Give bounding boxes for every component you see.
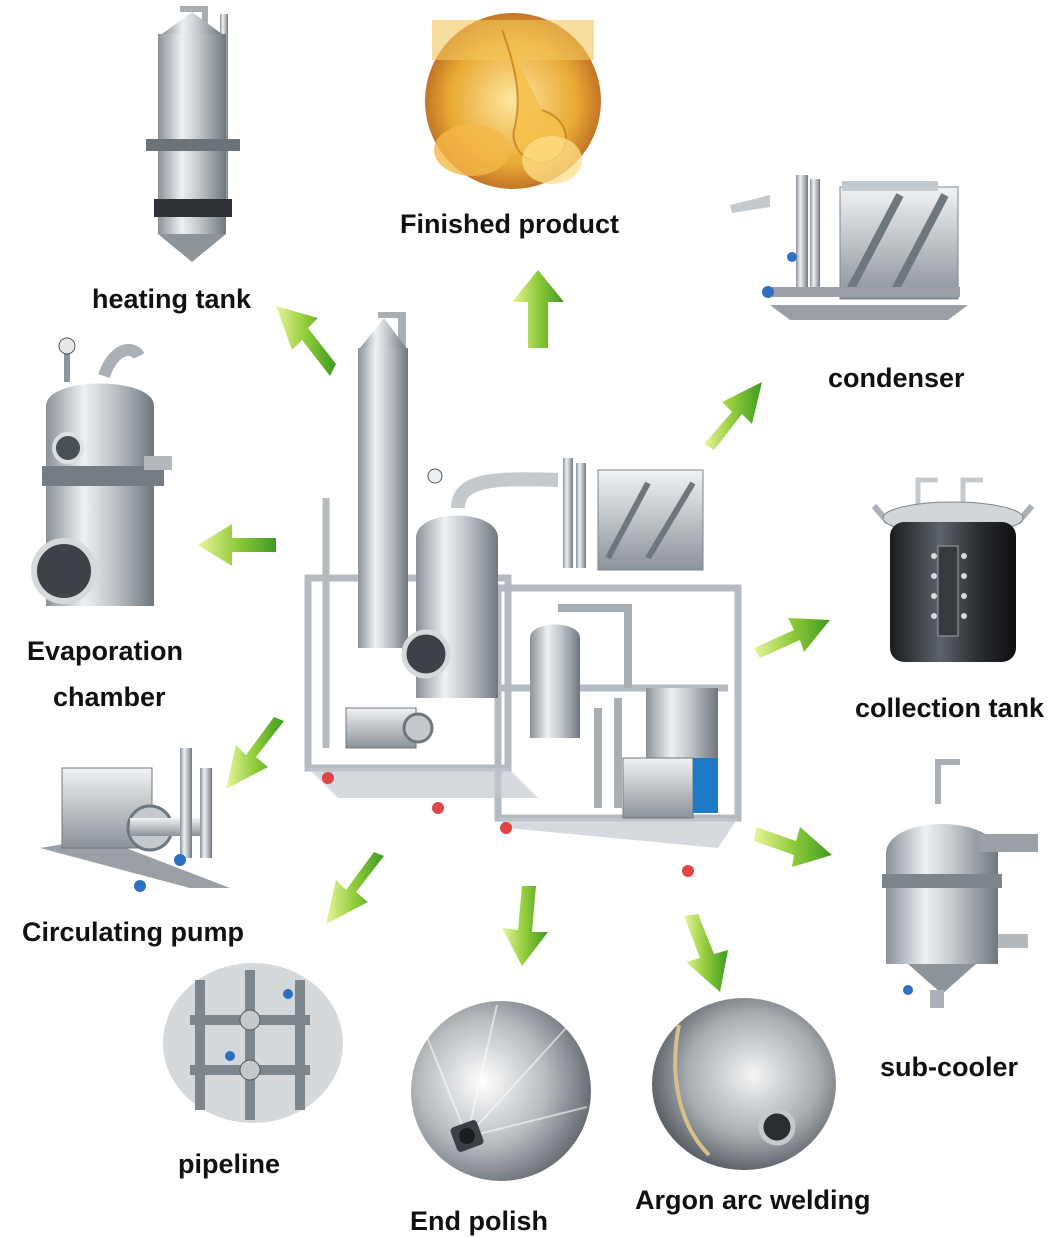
- finished-product-label: Finished product: [400, 209, 619, 239]
- sub-cooler-label: sub-cooler: [880, 1052, 1019, 1082]
- condenser-label: condenser: [828, 363, 965, 393]
- end-polish-label: End polish: [410, 1206, 548, 1236]
- circulating-pump-image: [40, 728, 230, 918]
- arrow-to-argon-arc-welding: [676, 912, 736, 996]
- argon-arc-welding-label: Argon arc welding: [635, 1185, 871, 1215]
- collection-tank-label: collection tank: [855, 693, 1045, 723]
- finished-product-image: [422, 10, 604, 192]
- argon-arc-welding-image: [649, 995, 839, 1173]
- evaporation-chamber-label-line2: chamber: [53, 682, 166, 712]
- arrow-to-heating-tank: [272, 300, 342, 380]
- arrow-to-finished-product: [508, 268, 568, 348]
- sub-cooler-image: [868, 754, 1038, 1014]
- arrow-to-circulating-pump: [222, 715, 292, 795]
- heating-tank-image: [140, 4, 250, 266]
- central-evaporator-machine: [298, 308, 758, 883]
- heating-tank-label: heating tank: [92, 284, 252, 314]
- collection-tank-image: [868, 476, 1038, 672]
- pipeline-label: pipeline: [178, 1149, 281, 1179]
- condenser-image: [730, 165, 980, 325]
- evaporation-chamber-label-line1: Evaporation: [27, 636, 184, 666]
- arrow-to-pipeline: [322, 850, 392, 930]
- end-polish-image: [407, 997, 595, 1185]
- arrow-to-collection-tank: [750, 600, 834, 660]
- arrow-to-end-polish: [498, 884, 558, 968]
- evaporation-chamber-image: [24, 336, 174, 626]
- arrow-to-sub-cooler: [752, 815, 836, 875]
- circulating-pump-label: Circulating pump: [22, 917, 244, 947]
- pipeline-image: [160, 960, 346, 1126]
- arrow-to-condenser: [700, 378, 770, 458]
- arrow-to-evaporation-chamber: [196, 520, 280, 570]
